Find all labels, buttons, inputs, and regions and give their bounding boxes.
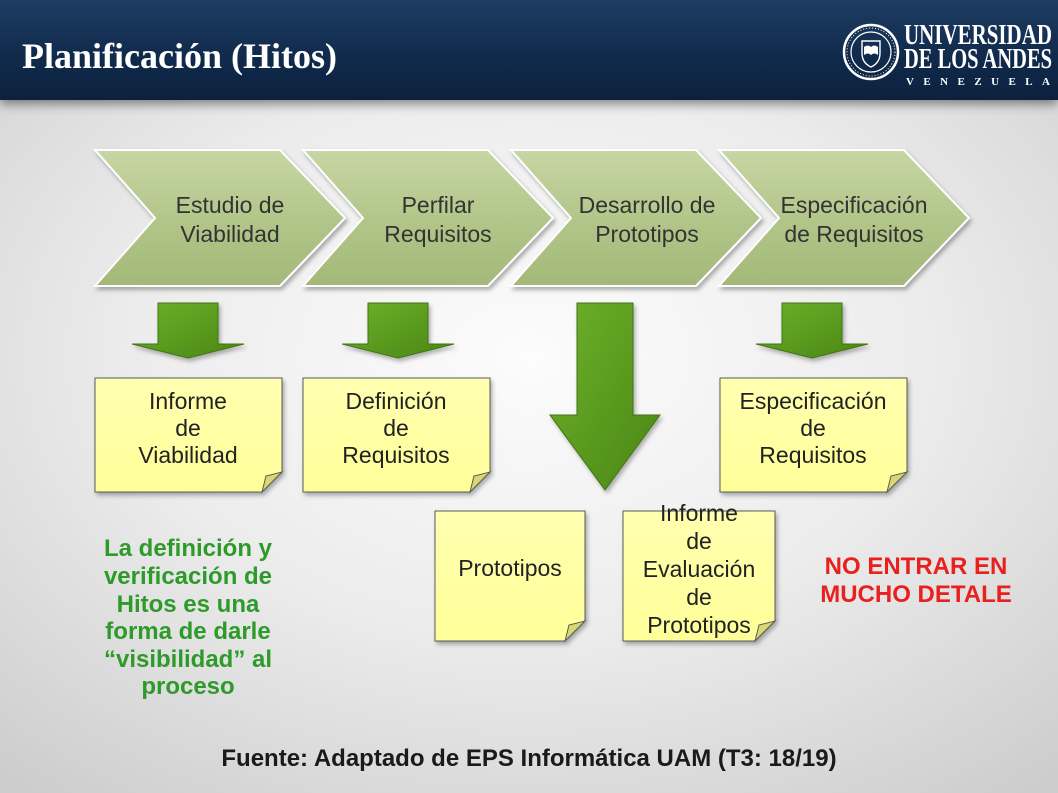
note-line: forma de darle (105, 618, 270, 645)
phase-chevron (300, 149, 555, 287)
deliverable-label-line: de (175, 415, 201, 441)
deliverable-label-line: Prototipos (647, 612, 751, 638)
deliverable-2: Definición de Requisitos (302, 377, 492, 494)
phase-label-line: Estudio de (176, 192, 285, 218)
phase-chevron (508, 149, 763, 287)
note-line: Hitos es una (117, 591, 260, 618)
down-arrow-icon (131, 302, 245, 359)
phase-3: Desarrollo de Prototipos (508, 149, 763, 287)
deliverable-label-line: Requisitos (342, 442, 449, 468)
down-arrow-icon (341, 302, 455, 359)
deliverable-label-line: de (383, 415, 409, 441)
deliverable-label-line: Requisitos (759, 442, 866, 468)
phase-2: Perfilar Requisitos (300, 149, 555, 287)
down-arrow-icon (755, 302, 869, 359)
slide-header: Planificación (Hitos) UNIVERSIDAD DE LOS… (0, 0, 1058, 100)
deliverable-label-line: de (686, 584, 712, 610)
long-down-arrow-icon (549, 302, 661, 491)
milestone-arrows (131, 302, 869, 491)
note-line: verificación de (104, 563, 272, 590)
deliverable-label-line: Informe (660, 500, 738, 526)
folded-corner (469, 471, 492, 494)
deliverable-label-line: de (800, 415, 826, 441)
visibility-note: La definición y verificación de Hitos es… (104, 535, 273, 700)
note-line: proceso (141, 673, 234, 700)
deliverable-label-line: de (686, 528, 712, 554)
detail-warning: NO ENTRAR EN MUCHO DETALE (820, 553, 1012, 608)
phase-4: Especificación de Requisitos (716, 149, 971, 287)
deliverable-5: Informe de Evaluación de Prototipos (622, 500, 777, 643)
phase-label-line: de Requisitos (784, 221, 923, 247)
logo-name-line2: DE LOS ANDES (904, 43, 1052, 75)
phase-label-line: Perfilar (402, 192, 475, 218)
deliverable-label-line: Viabilidad (138, 442, 237, 468)
phase-1: Estudio de Viabilidad (92, 149, 347, 287)
logo-country: VENEZUELA (906, 76, 1050, 88)
logo-name-line1: UNIVERSIDAD (904, 19, 1052, 51)
phase-chevrons: Estudio de Viabilidad Perfilar Requisito… (92, 149, 971, 287)
deliverable-3: Especificación de Requisitos (719, 377, 909, 494)
deliverable-label-line: Definición (346, 388, 447, 414)
phase-label-line: Requisitos (384, 221, 491, 247)
deliverable-label-line: Prototipos (458, 555, 562, 581)
phase-label-line: Desarrollo de (579, 192, 716, 218)
deliverable-4: Prototipos (434, 510, 587, 643)
phase-label-line: Prototipos (595, 221, 699, 247)
phase-label-line: Viabilidad (180, 221, 279, 247)
university-seal-icon (842, 23, 900, 81)
note-line: “visibilidad” al (104, 646, 272, 673)
deliverable-label-line: Especificación (739, 388, 886, 414)
deliverable-1: Informe de Viabilidad (94, 377, 284, 494)
source-footer: Fuente: Adaptado de EPS Informática UAM … (221, 745, 836, 772)
university-logo: UNIVERSIDAD DE LOS ANDES VENEZUELA (842, 19, 1052, 88)
phase-chevron (92, 149, 347, 287)
deliverable-label-line: Evaluación (643, 556, 756, 582)
deliverable-documents: Informe de Viabilidad Definición de Requ… (94, 377, 909, 643)
warning-line: MUCHO DETALE (820, 581, 1012, 608)
warning-line: NO ENTRAR EN (825, 553, 1008, 580)
deliverable-label-line: Informe (149, 388, 227, 414)
folded-corner (564, 620, 587, 643)
note-line: La definición y (104, 535, 273, 562)
phase-label-line: Especificación (780, 192, 927, 218)
phase-chevron (716, 149, 971, 287)
folded-corner (886, 471, 909, 494)
folded-corner (754, 620, 777, 643)
folded-corner (261, 471, 284, 494)
slide-title: Planificación (Hitos) (22, 36, 337, 76)
